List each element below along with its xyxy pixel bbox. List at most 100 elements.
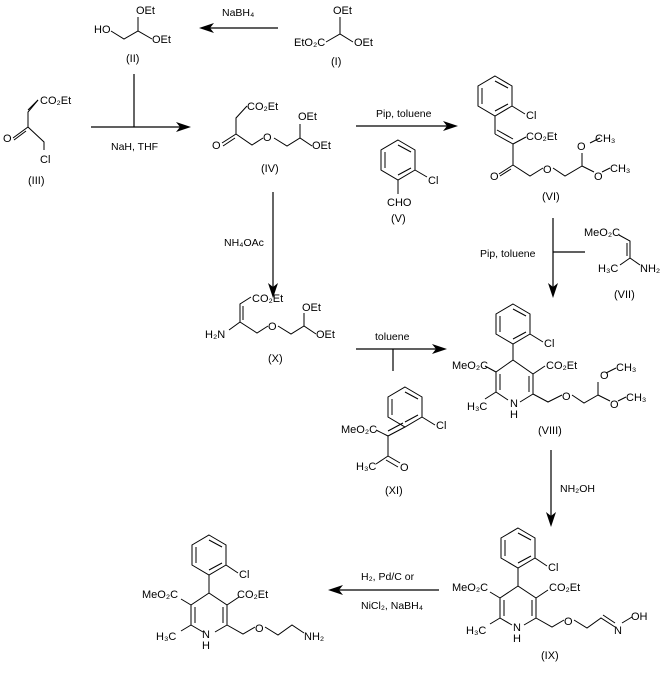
arrow-IV-to-X bbox=[268, 192, 278, 298]
atom-oet: OEt bbox=[298, 111, 317, 123]
compound-I: OEt EtO₂C OEt (I) bbox=[294, 5, 373, 68]
atom-o: O bbox=[400, 462, 409, 474]
compound-label-VI: (VI) bbox=[542, 191, 560, 203]
reagent-toluene: toluene bbox=[375, 331, 410, 343]
atom-h3c: H₃C bbox=[356, 461, 376, 473]
atom-cl: Cl bbox=[428, 175, 438, 187]
reagent-h2-pdc: H₂, Pd/C or bbox=[361, 571, 415, 583]
atom-n-oxime: N bbox=[614, 625, 622, 637]
reagent-pip-toluene-2: Pip, toluene bbox=[480, 248, 536, 260]
compound-II: HO OEt OEt (II) bbox=[94, 5, 171, 65]
atom-meo2c: MeO₂C bbox=[452, 582, 488, 594]
atom-co2et: CO₂Et bbox=[40, 95, 71, 107]
compound-IX: Cl MeO₂C CO₂Et H₃C N H O N OH (IX) bbox=[452, 527, 648, 662]
reagent-nh2oh: NH₂OH bbox=[560, 483, 595, 495]
atom-ch3: CH₃ bbox=[595, 133, 615, 145]
atom-oet: OEt bbox=[312, 140, 331, 152]
atom-cl: Cl bbox=[548, 562, 558, 574]
reagent-nh4oac: NH₄OAc bbox=[224, 237, 264, 249]
atom-cho: CHO bbox=[387, 197, 412, 209]
atom-o: O bbox=[600, 370, 609, 382]
compound-label-VII: (VII) bbox=[614, 289, 635, 301]
atom-ch3: CH₃ bbox=[610, 163, 630, 175]
atom-co2et: CO₂Et bbox=[549, 582, 580, 594]
atom-cl: Cl bbox=[239, 569, 249, 581]
atom-h2n: H₂N bbox=[205, 329, 225, 341]
atom-co2et: CO₂Et bbox=[252, 293, 283, 305]
compound-label-III: (III) bbox=[28, 175, 45, 187]
atom-oet: OEt bbox=[333, 5, 352, 17]
atom-meo2c: MeO₂C bbox=[584, 227, 620, 239]
compound-V: Cl CHO (V) bbox=[380, 139, 438, 225]
compound-label-X: (X) bbox=[268, 353, 283, 365]
atom-o: O bbox=[255, 623, 264, 635]
atom-cl: Cl bbox=[40, 154, 50, 166]
arrow-IV-to-VI bbox=[356, 121, 458, 131]
atom-co2et: CO₂Et bbox=[546, 360, 577, 372]
atom-n: N bbox=[510, 398, 518, 410]
compound-label-IV: (IV) bbox=[261, 163, 279, 175]
atom-h3c: H₃C bbox=[156, 631, 176, 643]
compound-label-IX: (IX) bbox=[541, 650, 559, 662]
compound-label-V: (V) bbox=[391, 213, 406, 225]
arrow-I-to-II bbox=[199, 23, 278, 33]
atom-n: N bbox=[202, 629, 210, 641]
atom-nh2: NH₂ bbox=[640, 263, 660, 275]
atom-o: O bbox=[212, 140, 221, 152]
atom-o: O bbox=[490, 171, 499, 183]
atom-o: O bbox=[564, 616, 573, 628]
atom-oet: OEt bbox=[152, 34, 171, 46]
compound-III: CO₂Et O Cl (III) bbox=[3, 95, 71, 187]
reagent-nah-thf: NaH, THF bbox=[111, 141, 158, 153]
compound-XI: Cl MeO₂C H₃C O (XI) bbox=[341, 386, 446, 497]
atom-o: O bbox=[610, 399, 619, 411]
atom-h3c: H₃C bbox=[466, 625, 486, 637]
atom-ch3: CH₃ bbox=[616, 362, 636, 374]
atom-o: O bbox=[268, 321, 277, 333]
atom-oh: OH bbox=[631, 611, 648, 623]
compound-VIII: Cl MeO₂C CO₂Et H₃C N H O O CH₃ O CH₃ (VI… bbox=[452, 303, 646, 437]
atom-meo2c: MeO₂C bbox=[142, 589, 178, 601]
atom-eto2c: EtO₂C bbox=[294, 37, 325, 49]
atom-h3c: H₃C bbox=[467, 401, 487, 413]
atom-co2et: CO₂Et bbox=[247, 101, 278, 113]
atom-o: O bbox=[562, 391, 571, 403]
arrow-X-to-VIII bbox=[356, 344, 447, 371]
atom-o: O bbox=[3, 133, 12, 145]
atom-oet: OEt bbox=[354, 37, 373, 49]
compound-label-I: (I) bbox=[331, 56, 341, 68]
atom-meo2c: MeO₂C bbox=[452, 360, 488, 372]
atom-cl: Cl bbox=[544, 338, 554, 350]
compound-IV: CO₂Et O O OEt OEt (IV) bbox=[212, 101, 331, 175]
arrow-VIII-to-IX bbox=[546, 450, 556, 527]
arrow-III-to-IV bbox=[91, 74, 191, 132]
arrow-VI-to-VIII bbox=[548, 218, 585, 298]
atom-h: H bbox=[202, 640, 210, 652]
atom-o: O bbox=[263, 132, 272, 144]
atom-oet: OEt bbox=[136, 5, 155, 17]
atom-o: O bbox=[543, 164, 552, 176]
compound-VI: Cl CO₂Et O O O CH₃ O CH₃ (VI) bbox=[477, 75, 630, 203]
atom-cl: Cl bbox=[526, 110, 536, 122]
atom-h: H bbox=[510, 409, 518, 421]
compound-amlodipine: Cl MeO₂C CO₂Et H₃C N H O NH₂ bbox=[142, 534, 324, 652]
reagent-nabh4: NaBH₄ bbox=[222, 7, 254, 19]
atom-h3c: H₃C bbox=[598, 263, 618, 275]
compound-VII: MeO₂C H₃C NH₂ (VII) bbox=[584, 227, 660, 301]
atom-co2et: CO₂Et bbox=[526, 131, 557, 143]
atom-o: O bbox=[577, 141, 586, 153]
atom-ch3: CH₃ bbox=[626, 392, 646, 404]
compound-X: CO₂Et H₂N O OEt OEt (X) bbox=[205, 293, 335, 365]
atom-oet: OEt bbox=[302, 302, 321, 314]
compound-label-XI: (XI) bbox=[385, 485, 403, 497]
atom-oet: OEt bbox=[316, 329, 335, 341]
compound-label-VIII: (VIII) bbox=[538, 425, 562, 437]
atom-n: N bbox=[513, 622, 521, 634]
reagent-nicl2-nabh4: NiCl₂, NaBH₄ bbox=[361, 600, 423, 612]
reagent-pip-toluene-1: Pip, toluene bbox=[376, 108, 432, 120]
atom-o: O bbox=[594, 171, 603, 183]
atom-ho: HO bbox=[94, 24, 111, 36]
atom-meo2c: MeO₂C bbox=[341, 424, 377, 436]
